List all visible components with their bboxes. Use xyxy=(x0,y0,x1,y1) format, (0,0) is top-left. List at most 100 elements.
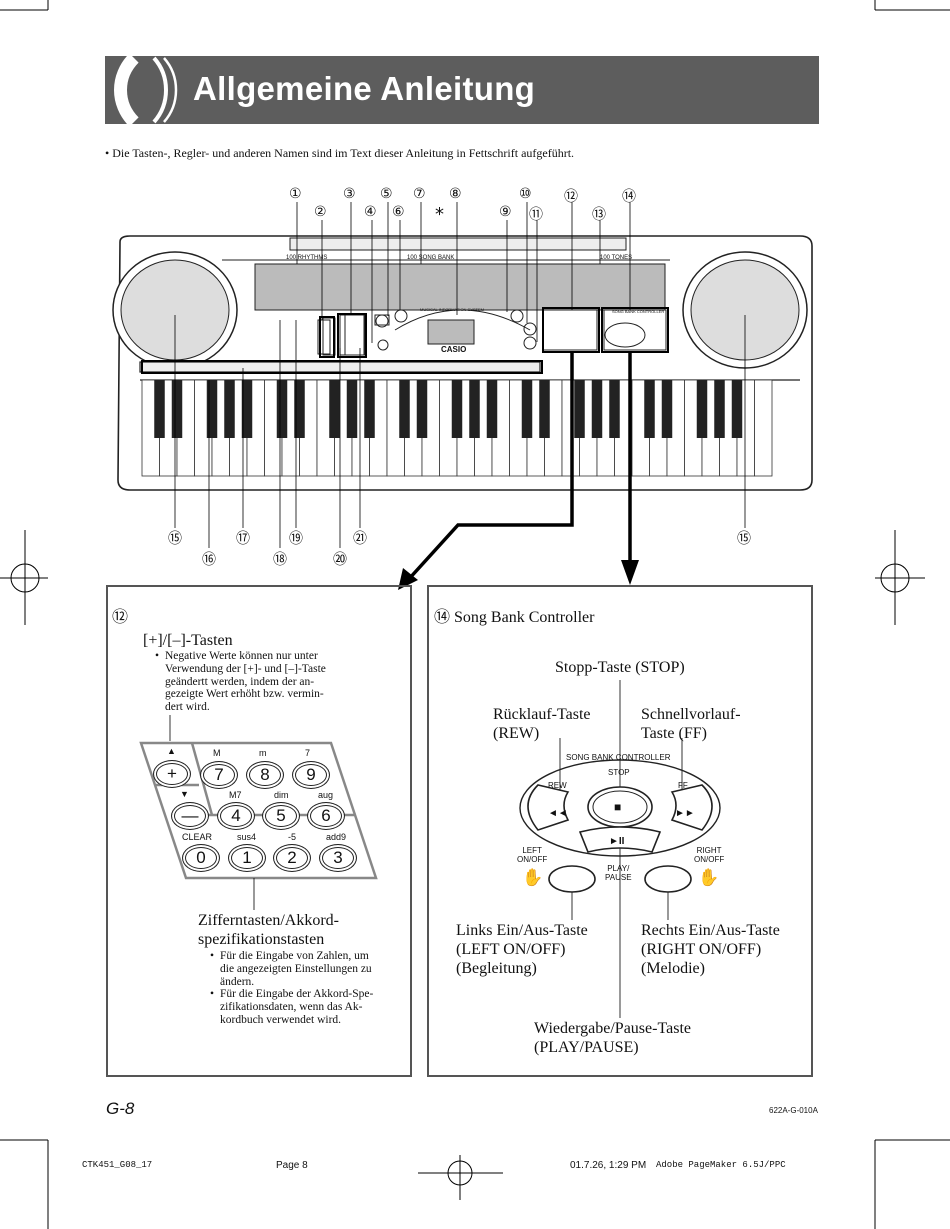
stop-icon: ■ xyxy=(614,800,622,814)
page-number-label: G-8 xyxy=(106,1099,135,1118)
piano-black-key xyxy=(364,380,375,438)
digit-key-5[interactable]: 5 xyxy=(262,802,300,830)
key-top-label: M7 xyxy=(229,790,242,800)
stop-button[interactable]: ■ xyxy=(614,800,621,814)
bullet-line: Für die Eingabe von Zahlen, um xyxy=(220,950,369,962)
box-14-title-text: Song Bank Controller xyxy=(454,609,595,626)
callout-7: ⑦ xyxy=(413,186,426,202)
bullet-line: Für die Eingabe der Akkord-Spe- xyxy=(220,988,374,1001)
rew-button[interactable]: ◄◄ xyxy=(548,808,568,819)
play-label-line: Wiedergabe/Pause-Taste xyxy=(534,1020,691,1037)
key-label: 6 xyxy=(321,806,331,825)
piano-black-key xyxy=(294,380,305,438)
key-top-label: aug xyxy=(318,790,334,800)
page-title: Allgemeine Anleitung xyxy=(193,70,536,107)
piano-black-key xyxy=(731,380,743,438)
piano-black-key xyxy=(224,380,235,438)
piano-black-key xyxy=(486,380,498,438)
callout-16: ⑯ xyxy=(202,552,216,568)
plus-key[interactable]: + xyxy=(153,760,191,788)
piano-black-key xyxy=(696,380,708,438)
rew-label-line: Rücklauf-Taste xyxy=(493,706,591,723)
callout-15-left: ⑮ xyxy=(168,531,182,547)
piano-black-key xyxy=(609,380,620,438)
key-top-label: 7 xyxy=(305,748,311,758)
plus-key-label: + xyxy=(167,764,177,783)
piano-black-key xyxy=(451,380,463,438)
key-top-label: add9 xyxy=(326,832,347,842)
key-label: 5 xyxy=(276,806,286,825)
intro-note: • Die Tasten-, Regler- und anderen Namen… xyxy=(105,146,575,160)
key-label: 9 xyxy=(306,765,316,784)
box-12-note: Negative Werte können nur unter Verwendu… xyxy=(153,650,326,714)
rewind-icon: ◄◄ xyxy=(548,808,568,819)
bullet-line: kordbuch verwendet wird. xyxy=(220,1013,342,1026)
digit-key-2[interactable]: 2 xyxy=(273,844,311,872)
note-line: dert wird. xyxy=(165,701,210,714)
right-onoff-button[interactable] xyxy=(646,866,690,890)
digit-key-1[interactable]: 1 xyxy=(228,844,266,872)
digits-bullet: Für die Eingabe der Akkord-Spe- zifikati… xyxy=(210,988,374,1026)
stop-label: Stopp-Taste (STOP) xyxy=(555,659,685,676)
piano-black-key xyxy=(591,380,603,438)
callout-19: ⑲ xyxy=(289,531,303,547)
digit-key-4[interactable]: 4 xyxy=(217,802,255,830)
ff-label: Schnellvorlauf- Taste (FF) xyxy=(641,705,741,743)
key-label: 3 xyxy=(333,848,343,867)
right-label-line: (RIGHT ON/OFF) xyxy=(641,941,762,958)
digits-heading-line: Zifferntasten/Akkord- xyxy=(198,912,339,929)
key-top-label: dim xyxy=(274,790,289,800)
digit-key-6[interactable]: 6 xyxy=(307,802,345,830)
digit-key-3[interactable]: 3 xyxy=(319,844,357,872)
brand-logo: CASIO xyxy=(441,345,467,354)
note-line: gezeigte Wert erhöht bzw. vermin- xyxy=(165,688,324,701)
piano-black-key xyxy=(329,380,340,438)
play-pause-text: PLAY/ PAUSE xyxy=(605,864,632,882)
callout-17: ⑰ xyxy=(236,531,250,547)
key-label: 4 xyxy=(231,806,241,825)
bullet-line: die angezeigten Einstellungen zu xyxy=(220,962,372,975)
minus-key[interactable]: — xyxy=(171,802,209,830)
digit-key-7[interactable]: 7 xyxy=(200,761,238,789)
box-14 xyxy=(427,585,813,1077)
play-pause-button[interactable]: ►II xyxy=(609,836,624,847)
controller-panel-title: SONG BANK CONTROLLER xyxy=(566,753,671,762)
play-pause-icon: ►II xyxy=(609,836,625,847)
minus-key-label: — xyxy=(181,806,199,825)
play-pause-label: Wiedergabe/Pause-Taste (PLAY/PAUSE) xyxy=(534,1019,691,1057)
rew-label-line: (REW) xyxy=(493,725,540,742)
play-pause-line: PLAY/ xyxy=(607,864,630,873)
piano-black-key xyxy=(206,380,218,438)
fast-forward-icon: ►► xyxy=(675,808,695,819)
asterisk: * xyxy=(435,204,444,225)
callout-6: ⑥ xyxy=(392,204,405,220)
piano-black-key xyxy=(469,380,480,438)
piano-black-key xyxy=(714,380,725,438)
footer-app: Adobe PageMaker 6.5J/PPC xyxy=(656,1160,786,1170)
down-arrow-icon: ▼ xyxy=(180,789,189,799)
ff-button[interactable]: ►► xyxy=(675,808,695,819)
key-label: 8 xyxy=(260,765,270,784)
ff-label-line: Taste (FF) xyxy=(641,725,707,742)
right-onoff-line: ON/OFF xyxy=(694,855,725,864)
left-onoff-button[interactable] xyxy=(550,866,594,890)
digit-key-8[interactable]: 8 xyxy=(246,761,284,789)
piano-black-key xyxy=(276,380,288,438)
callout-9: ⑨ xyxy=(499,204,512,220)
digit-key-0[interactable]: 0 xyxy=(182,844,220,872)
controller-ff-text: FF xyxy=(678,781,688,790)
label-controller-small: SONG BANK CONTROLLER xyxy=(612,309,665,314)
keyboard-illustration xyxy=(112,202,813,590)
left-hand-icon: ✋ xyxy=(522,868,544,887)
key-label: 2 xyxy=(287,848,297,867)
callout-18: ⑱ xyxy=(273,552,287,568)
digit-key-9[interactable]: 9 xyxy=(292,761,330,789)
callout-14: ⑭ xyxy=(622,189,636,205)
piano-black-key xyxy=(661,380,673,438)
label-info-system: MUSICAL INFORMATION SYSTEM xyxy=(420,307,485,312)
bullet-line: zifikationsdaten, wenn das Ak- xyxy=(220,1001,363,1014)
banner-arc-ornament xyxy=(114,56,178,124)
callout-2: ② xyxy=(314,204,327,220)
doc-code: 622A-G-010A xyxy=(769,1106,818,1115)
